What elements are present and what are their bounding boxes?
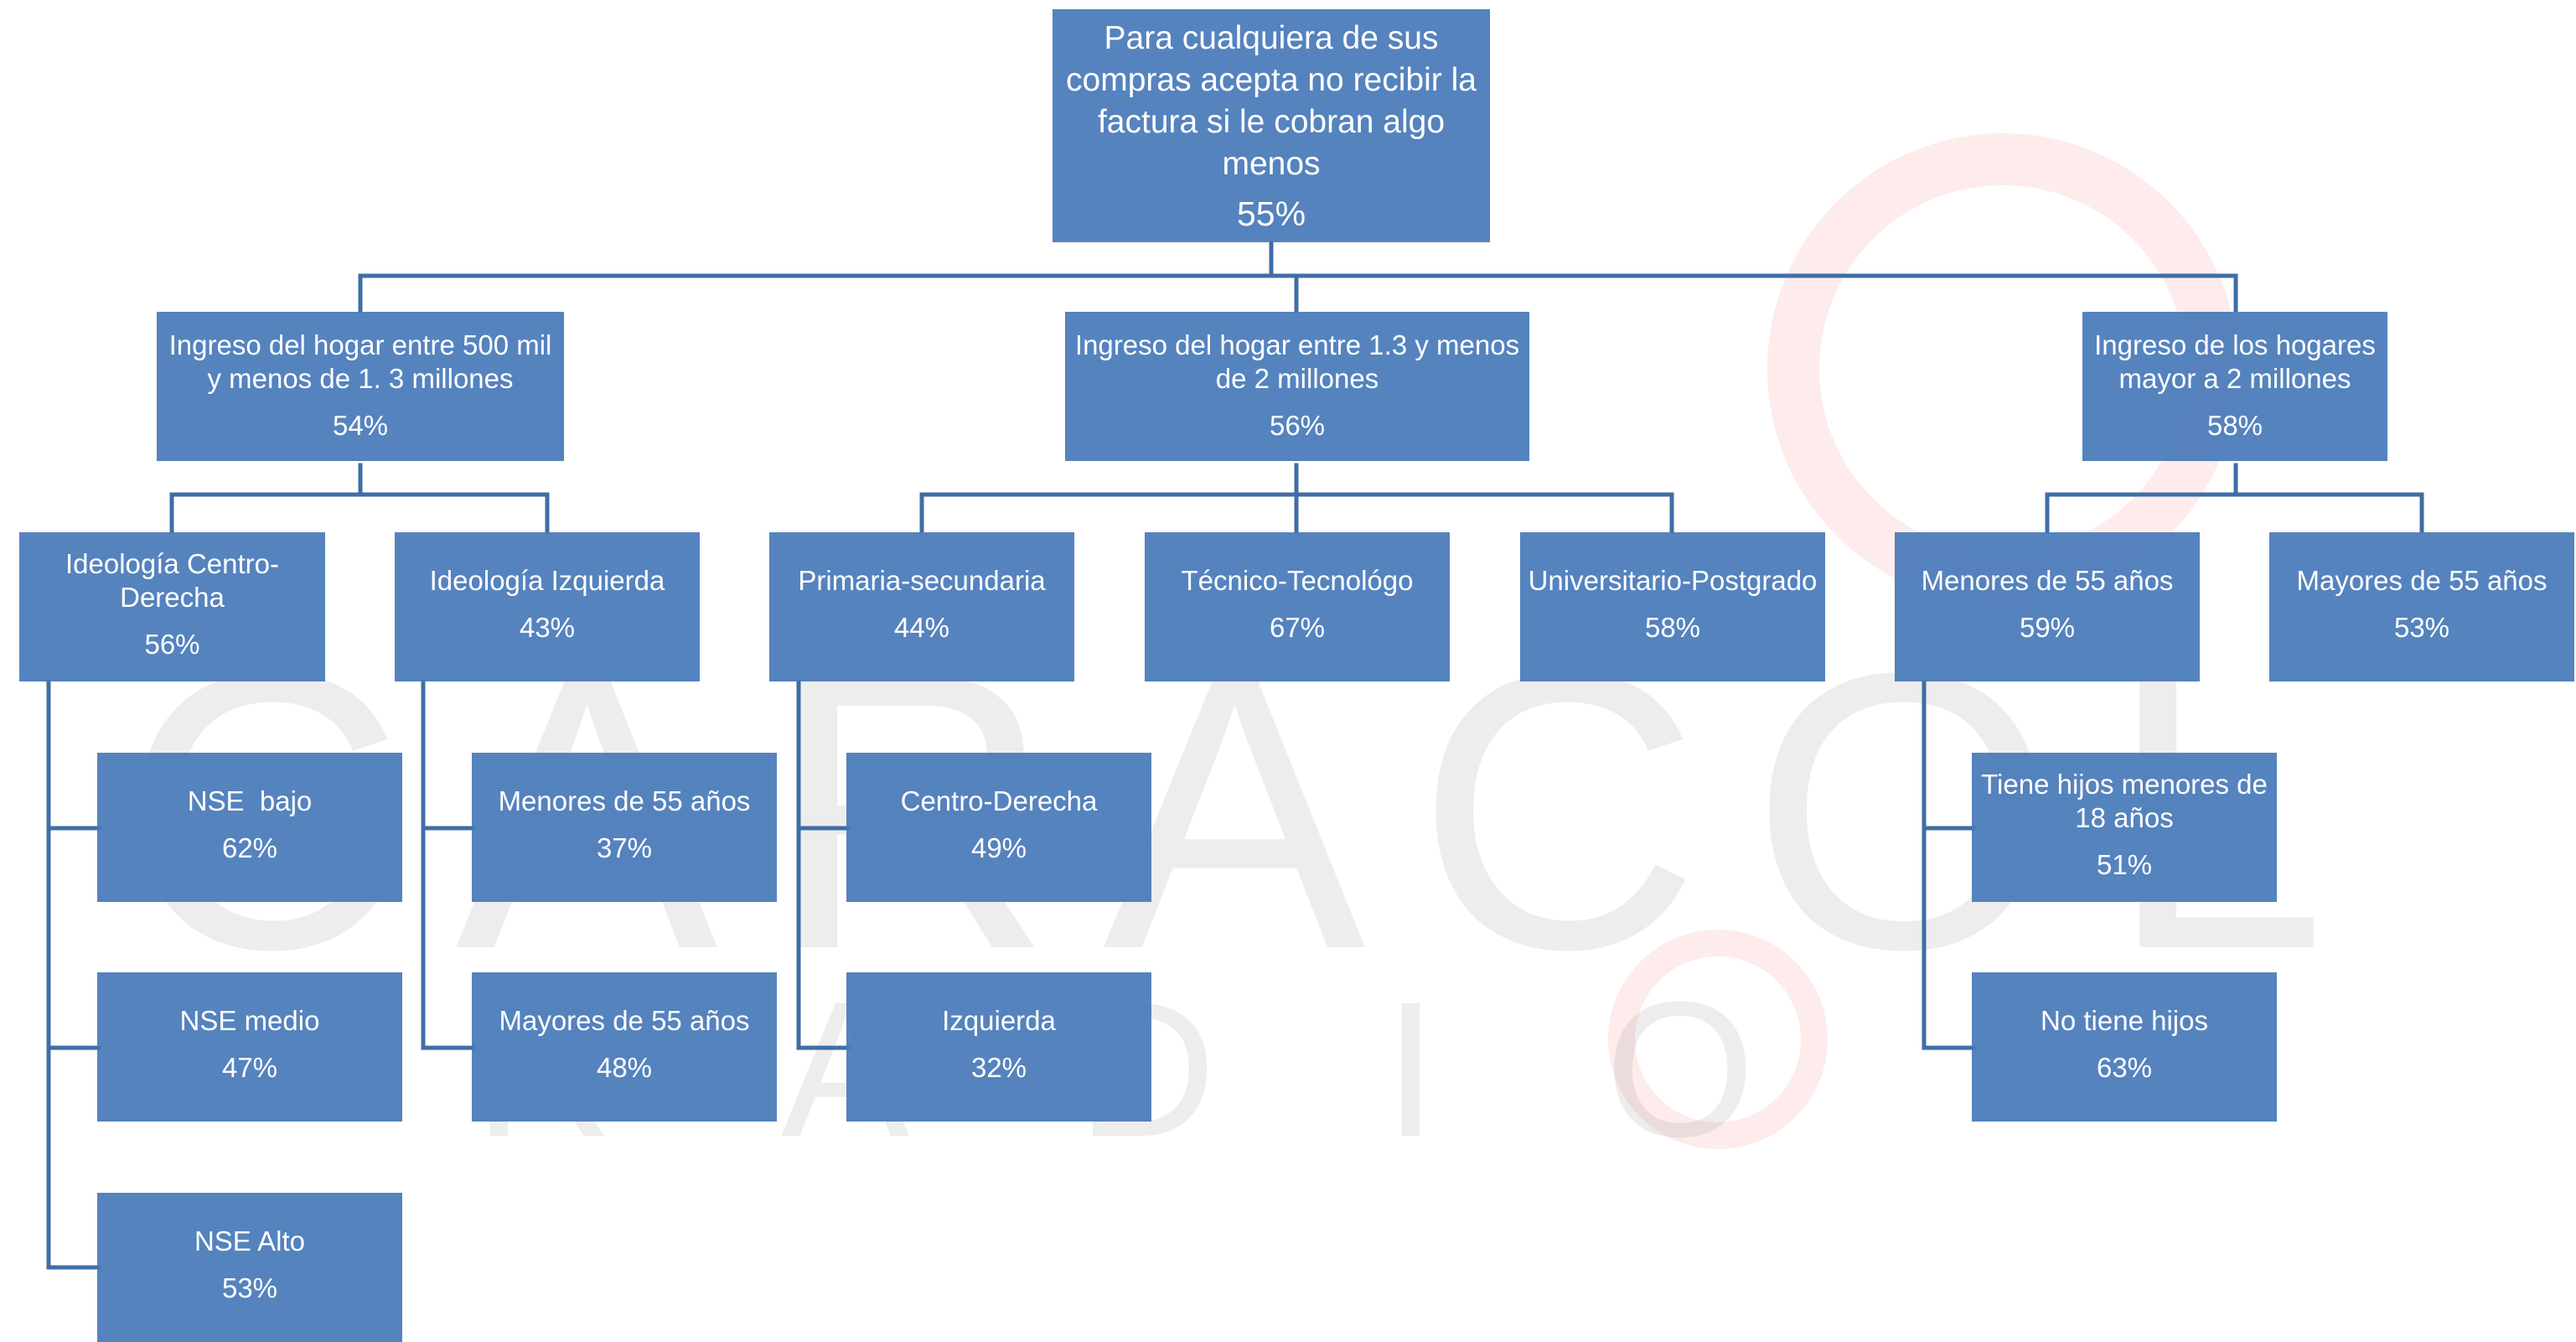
izq-mayores-55-node: Mayores de 55 años 48% (472, 972, 777, 1122)
node-value: 37% (596, 832, 653, 863)
node-value: 56% (144, 629, 200, 660)
node-value: 53% (221, 1272, 278, 1303)
node-label: NSE medio (179, 1005, 320, 1036)
node-value: 44% (893, 612, 950, 643)
node-label: Primaria-secundaria (798, 565, 1046, 596)
prim-centro-derecha-node: Centro-Derecha 49% (846, 753, 1151, 902)
connector-rail-primaria (796, 679, 851, 1050)
income-500mil-1-3m-node: Ingreso del hogar entre 500 mil y menos … (157, 312, 564, 461)
tecnico-tecnologo-node: Técnico-Tecnológo 67% (1145, 532, 1450, 681)
connector-l1-1 (169, 463, 550, 534)
nse-medio-node: NSE medio 47% (97, 972, 402, 1122)
node-value: 43% (519, 612, 576, 643)
node-value: 67% (1269, 612, 1326, 643)
node-label: Centro-Derecha (900, 785, 1098, 816)
mayores-55-node: Mayores de 55 años 53% (2269, 532, 2574, 681)
node-label: NSE bajo (187, 785, 313, 816)
node-value: 62% (221, 832, 278, 863)
connector-root (358, 241, 2238, 313)
node-label: Ideología Centro-Derecha (65, 548, 279, 613)
node-label: Ingreso de los hogares mayor a 2 millone… (2094, 329, 2376, 394)
nse-bajo-node: NSE bajo 62% (97, 753, 402, 902)
node-value: 63% (2096, 1052, 2153, 1083)
node-value: 51% (2096, 849, 2153, 880)
node-value: 32% (970, 1052, 1027, 1083)
node-label: Izquierda (942, 1005, 1056, 1036)
tiene-hijos-node: Tiene hijos menores de 18 años 51% (1972, 753, 2277, 902)
node-label: Universitario-Postgrado (1528, 565, 1818, 596)
node-value: 53% (2393, 612, 2450, 643)
nse-alto-node: NSE Alto 53% (97, 1193, 402, 1342)
node-value: 58% (1644, 612, 1701, 643)
node-label: Técnico-Tecnológo (1181, 565, 1414, 596)
node-label: Menores de 55 años (1921, 565, 2174, 596)
node-value: 48% (596, 1052, 653, 1083)
node-label: Tiene hijos menores de 18 años (1981, 769, 2268, 833)
ideologia-centro-derecha-node: Ideología Centro-Derecha 56% (19, 532, 325, 681)
node-label: Menores de 55 años (498, 785, 751, 816)
node-value: 47% (221, 1052, 278, 1083)
node-label: Mayores de 55 años (2296, 565, 2548, 596)
node-value: 54% (332, 410, 389, 441)
node-value: 56% (1269, 410, 1326, 441)
node-value: 49% (970, 832, 1027, 863)
node-label: Mayores de 55 años (499, 1005, 750, 1036)
root-label: Para cualquiera de sus compras acepta no… (1066, 20, 1477, 182)
no-tiene-hijos-node: No tiene hijos 63% (1972, 972, 2277, 1122)
prim-izquierda-node: Izquierda 32% (846, 972, 1151, 1122)
connector-l1-2 (919, 463, 1674, 534)
primaria-secundaria-node: Primaria-secundaria 44% (769, 532, 1074, 681)
node-label: Ingreso del hogar entre 1.3 y menos de 2… (1074, 329, 1520, 394)
node-value: 59% (2019, 612, 2076, 643)
income-1-3-2m-node: Ingreso del hogar entre 1.3 y menos de 2… (1065, 312, 1529, 461)
root-value: 55% (1236, 194, 1306, 233)
connector-rail-izquierda (421, 679, 476, 1050)
node-label: Ideología Izquierda (429, 565, 665, 596)
universitario-postgrado-node: Universitario-Postgrado 58% (1520, 532, 1825, 681)
node-label: No tiene hijos (2041, 1005, 2208, 1036)
izq-menores-55-node: Menores de 55 años 37% (472, 753, 777, 902)
ideologia-izquierda-node: Ideología Izquierda 43% (395, 532, 700, 681)
menores-55-node: Menores de 55 años 59% (1895, 532, 2200, 681)
connector-rail-centro-derecha (46, 679, 101, 1270)
node-label: Ingreso del hogar entre 500 mil y menos … (168, 329, 552, 394)
root-node: Para cualquiera de sus compras acepta no… (1053, 9, 1490, 242)
node-value: 58% (2206, 410, 2263, 441)
node-label: NSE Alto (194, 1225, 306, 1257)
connector-rail-menores (1922, 679, 1976, 1050)
income-over-2m-node: Ingreso de los hogares mayor a 2 millone… (2082, 312, 2387, 461)
connector-l1-3 (2045, 463, 2424, 534)
